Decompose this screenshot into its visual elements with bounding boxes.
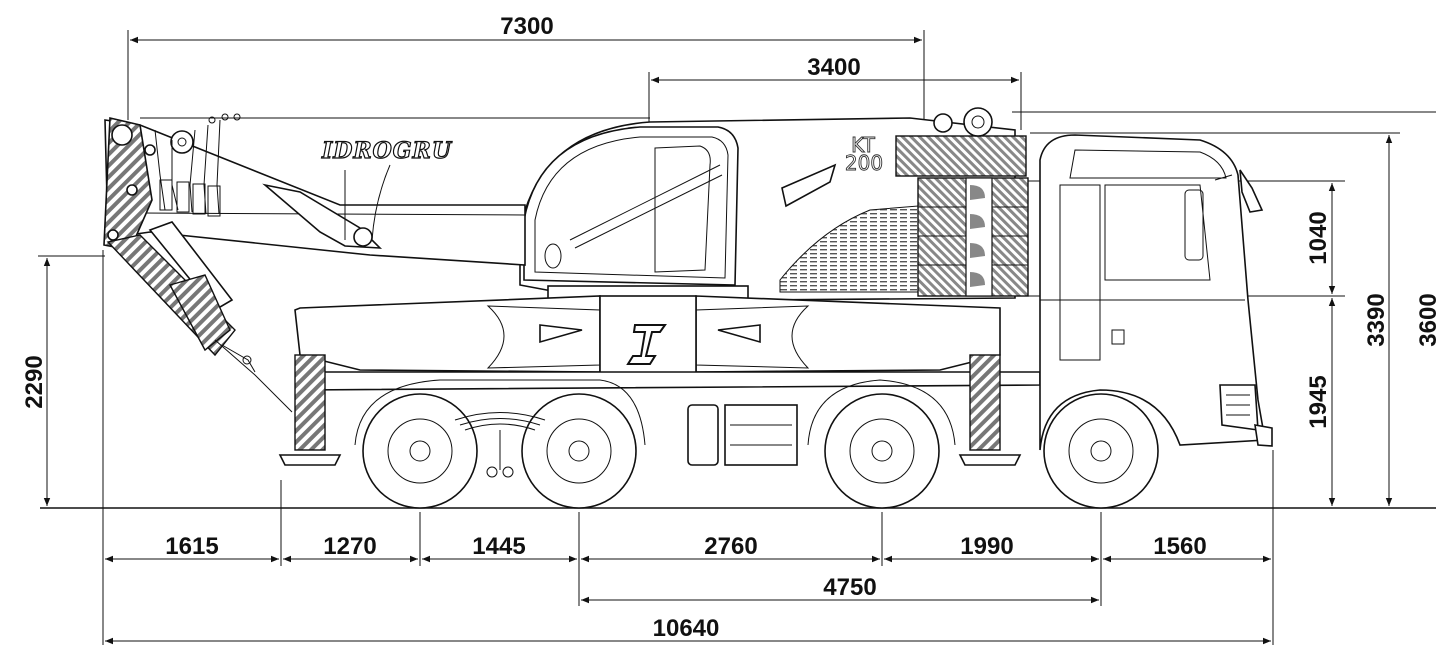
dim-seg-2: 1270 [323, 533, 376, 560]
leaf-spring [454, 412, 546, 478]
cab-roof-line [1069, 149, 1227, 179]
dim-overall-height-label: 3600 [1415, 293, 1436, 346]
dim-top-cabin-label: 3400 [807, 54, 860, 81]
dim-seg-4: 2760 [704, 533, 757, 560]
dim-counterweight-label: 1040 [1305, 211, 1332, 264]
turret-slot [781, 163, 837, 208]
cab-handle [544, 243, 562, 269]
wheel-3 [824, 393, 940, 509]
dim-seg-3: 1445 [472, 533, 525, 560]
dim-deck-label: 1945 [1305, 375, 1332, 428]
crane-body: KT 200 [103, 107, 1029, 413]
center-logo-i [626, 324, 667, 365]
counterweights [895, 107, 1029, 297]
side-mirror [1239, 169, 1264, 213]
dim-seg-5: 1990 [960, 533, 1013, 560]
dim-total-length: 10640 [653, 615, 720, 642]
model-line1: KT [851, 133, 876, 157]
dim-bottom-chain: 1615 1270 1445 2760 1990 1560 4750 10640 [102, 250, 1274, 645]
dim-cab-height: 3390 [1030, 132, 1400, 506]
truck-cab [1039, 134, 1273, 451]
cab-window [1104, 184, 1211, 281]
dim-top-overall-label: 7300 [500, 13, 553, 40]
operator-cab-frame [534, 136, 729, 279]
battery-box [724, 404, 798, 466]
dim-left-height-label: 2290 [21, 355, 48, 408]
outrigger-leg-left [294, 354, 326, 451]
dim-seg-1: 1615 [165, 533, 218, 560]
dim-wheelbase: 4750 [823, 574, 876, 601]
dim-seg-6: 1560 [1153, 533, 1206, 560]
cab-seat [1184, 189, 1204, 261]
cab-door-window [654, 145, 711, 273]
fuel-tank [687, 404, 719, 466]
boom-arm [262, 183, 383, 249]
headlight [1219, 384, 1259, 431]
wheel-1 [362, 393, 478, 509]
dim-left-height: 2290 [21, 255, 105, 506]
chassis-frame [299, 371, 1041, 391]
front-bumper [1254, 424, 1273, 447]
carrier [278, 295, 1159, 509]
cab-body [1039, 134, 1266, 451]
dim-cab-height-label: 3390 [1363, 293, 1390, 346]
cab-door [1059, 184, 1101, 361]
brand-logo: IDROGRU [321, 138, 453, 164]
dim-top-cabin: 3400 [648, 54, 1022, 130]
dim-overall-height: 3600 [1012, 111, 1436, 347]
dim-top-overall: 7300 [127, 13, 925, 140]
sheave-cluster [140, 113, 650, 217]
outrigger-leg-right [969, 354, 1001, 451]
wheel-4 [1043, 393, 1159, 509]
boom-head [103, 117, 153, 251]
model-line2: 200 [845, 151, 883, 175]
wheel-2 [521, 393, 637, 509]
operator-cab [523, 126, 739, 286]
dim-deck: 1945 [1305, 298, 1336, 506]
